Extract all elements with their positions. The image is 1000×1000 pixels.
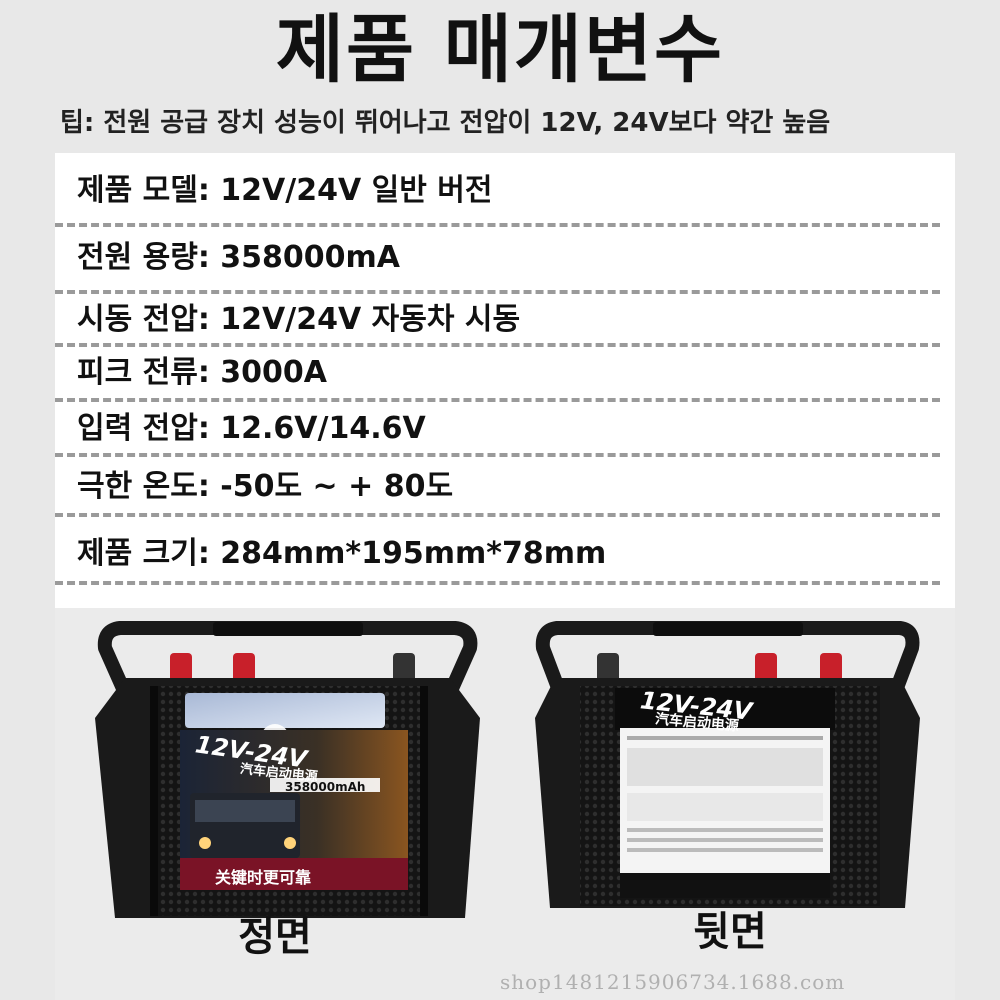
page-title: 제품 매개변수	[275, 7, 725, 93]
front-capacity-text: 358000mAh	[285, 780, 366, 794]
spec-model: 제품 모델: 12V/24V 일반 버전	[77, 173, 493, 208]
spec-panel: 제품 모델: 12V/24V 일반 버전 전원 용량: 358000mA 시동 …	[55, 153, 955, 608]
front-device-image	[95, 621, 480, 918]
tip-text: 팁: 전원 공급 장치 성능이 뛰어나고 전압이 12V, 24V보다 약간 높…	[60, 108, 831, 138]
spec-size: 제품 크기: 284mm*195mm*78mm	[77, 536, 607, 571]
front-caption: 정면	[238, 914, 312, 960]
spec-peak-current: 피크 전류: 3000A	[77, 355, 327, 390]
spec-input-voltage: 입력 전압: 12.6V/14.6V	[77, 411, 426, 446]
back-device-image	[535, 621, 920, 908]
spec-divider	[55, 343, 940, 347]
spec-divider	[55, 453, 940, 457]
spec-capacity: 전원 용량: 358000mA	[77, 240, 401, 275]
spec-divider	[55, 290, 940, 294]
spec-divider	[55, 223, 940, 227]
spec-divider	[55, 581, 940, 585]
spec-start-voltage: 시동 전압: 12V/24V 자동차 시동	[77, 302, 521, 337]
spec-temperature: 극한 온도: -50도 ~ + 80도	[77, 469, 454, 504]
spec-divider	[55, 513, 940, 517]
watermark: shop1481215906734.1688.com	[500, 970, 846, 994]
back-caption: 뒷면	[693, 909, 767, 955]
front-slogan: 关键时更可靠	[215, 868, 312, 887]
spec-divider	[55, 398, 940, 402]
